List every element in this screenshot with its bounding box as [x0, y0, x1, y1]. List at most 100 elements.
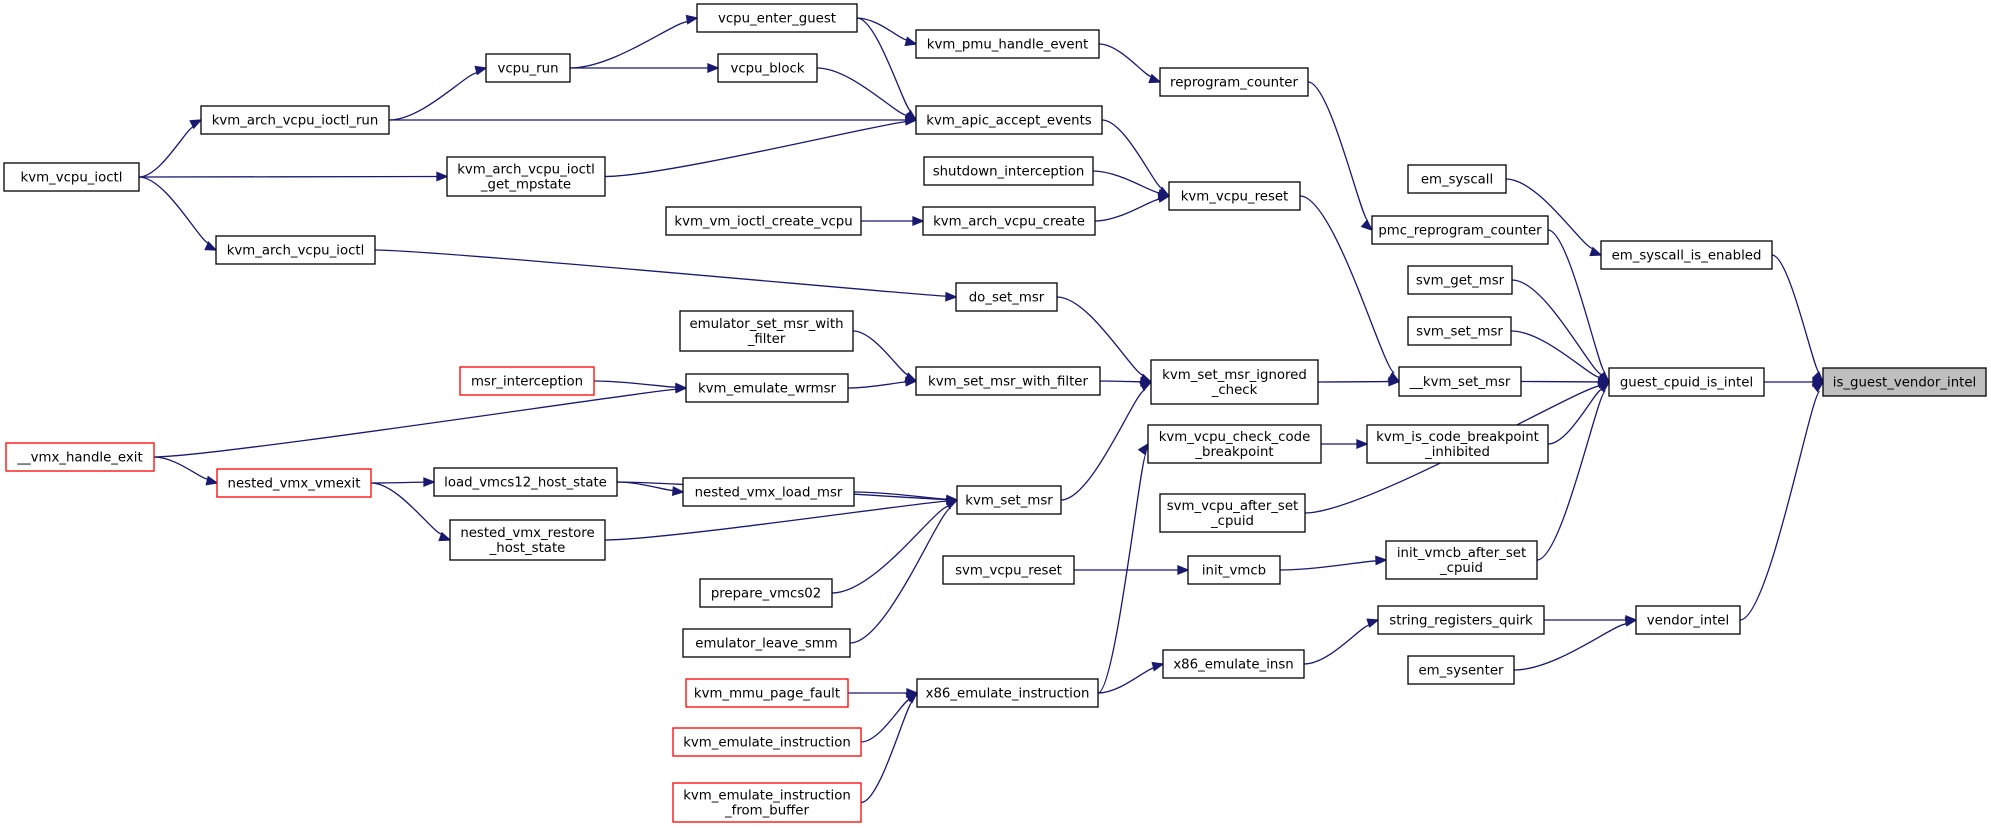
node-box — [200, 105, 390, 135]
edge-line — [860, 698, 910, 743]
edge-line — [1097, 453, 1147, 694]
node-msr-interception[interactable]: msr_interception — [459, 366, 595, 396]
node-init-vmcb[interactable]: init_vmcb — [1187, 555, 1281, 585]
node-label: kvm_arch_vcpu_ioctl — [457, 163, 595, 178]
edge-vmx-handle-exit-to-kvm-emulate-wrmsr — [153, 383, 688, 458]
node-kvm-emulate-wrmsr[interactable]: kvm_emulate_wrmsr — [685, 373, 849, 403]
node-box — [1377, 605, 1545, 635]
node-box — [1407, 655, 1515, 685]
node-string-registers-quirk[interactable]: string_registers_quirk — [1377, 605, 1545, 635]
node-label: emulator_leave_smm — [695, 637, 837, 652]
node-do-set-msr[interactable]: do_set_msr — [955, 282, 1058, 312]
node-box — [915, 29, 1100, 59]
edge-line — [138, 126, 194, 178]
nodes-layer: is_guest_vendor_intel guest_cpuid_is_inte… — [3, 3, 1987, 823]
arrowhead — [1624, 616, 1638, 627]
node-kvm-set-msr-with-filter[interactable]: kvm_set_msr_with_filter — [915, 366, 1101, 396]
node-em-syscall-is-enabled[interactable]: em_syscall_is_enabled — [1600, 240, 1773, 270]
edge-line — [1299, 195, 1395, 374]
node-kvm-mmu-page-fault[interactable]: kvm_mmu_page_fault — [685, 678, 849, 708]
node-box — [1600, 240, 1773, 270]
node-kvm-vcpu-check-code-breakpoint[interactable]: kvm_vcpu_check_code_breakpoint — [1147, 424, 1322, 464]
node-nested-vmx-load-msr[interactable]: nested_vmx_load_msr — [682, 477, 855, 507]
node-is-guest-vendor-intel[interactable]: is_guest_vendor_intel — [1822, 367, 1987, 397]
edge-line — [1060, 389, 1146, 501]
node-shutdown-interception[interactable]: shutdown_interception — [923, 156, 1094, 186]
node-pmc-reprogram-counter[interactable]: pmc_reprogram_counter — [1371, 215, 1549, 245]
node-svm-get-msr[interactable]: svm_get_msr — [1407, 265, 1513, 295]
node-kvm-arch-vcpu-ioctl-get-mpstate[interactable]: kvm_arch_vcpu_ioctl_get_mpstate — [446, 156, 606, 197]
edge-line — [816, 67, 908, 116]
node-box — [459, 366, 595, 396]
node-x86-emulate-instruction[interactable]: x86_emulate_instruction — [916, 678, 1099, 708]
node-box — [685, 373, 849, 403]
node-label: kvm_set_msr_with_filter — [928, 375, 1088, 390]
node-svm-set-msr[interactable]: svm_set_msr — [1407, 316, 1512, 346]
arrowhead — [905, 691, 919, 704]
node-vendor-intel[interactable]: vendor_intel — [1635, 605, 1741, 635]
edge-kvm-set-msr-to-guest-cpuid-is-intel — [1520, 377, 1611, 387]
arrowhead — [904, 36, 918, 47]
node-kvm-set-msr[interactable]: __kvm_set_msr — [1398, 366, 1522, 397]
node-vcpu-enter-guest[interactable]: vcpu_enter_guest — [696, 3, 858, 33]
node-reprogram-counter[interactable]: reprogram_counter — [1159, 67, 1309, 97]
node-kvm-set-msr-ignored-check[interactable]: kvm_set_msr_ignored_check — [1150, 359, 1319, 405]
node-kvm-vcpu-reset[interactable]: kvm_vcpu_reset — [1168, 181, 1301, 211]
node-kvm-emulate-instruction-from-buffer[interactable]: kvm_emulate_instruction_from_buffer — [672, 782, 862, 823]
node-emulator-leave-smm[interactable]: emulator_leave_smm — [682, 628, 851, 658]
node-kvm-arch-vcpu-ioctl[interactable]: kvm_arch_vcpu_ioctl — [215, 235, 376, 265]
arrowhead — [675, 383, 688, 394]
node-kvm-arch-vcpu-create[interactable]: kvm_arch_vcpu_create — [922, 206, 1096, 236]
node-kvm-emulate-instruction[interactable]: kvm_emulate_instruction — [672, 727, 862, 757]
node-label: kvm_arch_vcpu_ioctl_run — [212, 114, 379, 129]
edge-line — [1303, 624, 1370, 665]
node-emulator-set-msr-with-filter[interactable]: emulator_set_msr_with_filter — [679, 310, 854, 352]
node-box — [446, 156, 606, 197]
node-label: nested_vmx_restore — [460, 526, 594, 541]
node-box — [5, 442, 155, 472]
node-kvm-vcpu-ioctl[interactable]: kvm_vcpu_ioctl — [3, 162, 140, 192]
edge-line — [1094, 198, 1160, 222]
node-svm-vcpu-reset[interactable]: svm_vcpu_reset — [942, 555, 1075, 585]
node-label: nested_vmx_load_msr — [695, 486, 843, 501]
node-vcpu-block[interactable]: vcpu_block — [717, 53, 818, 83]
node-kvm-set-msr[interactable]: kvm_set_msr — [956, 485, 1062, 515]
node-prepare-vmcs02[interactable]: prepare_vmcs02 — [699, 578, 833, 608]
node-init-vmcb-after-set-cpuid[interactable]: init_vmcb_after_set_cpuid — [1385, 540, 1538, 580]
node-nested-vmx-restore-host-state[interactable]: nested_vmx_restore_host_state — [449, 519, 606, 561]
node-em-syscall[interactable]: em_syscall — [1407, 164, 1507, 194]
node-kvm-is-code-breakpoint-inhibited[interactable]: kvm_is_code_breakpoint_inhibited — [1366, 424, 1549, 464]
node-box — [699, 578, 833, 608]
node-label: svm_set_msr — [1416, 325, 1503, 340]
node-box — [1147, 424, 1322, 464]
edges-layer — [138, 14, 1825, 804]
edge-line — [1101, 119, 1163, 190]
node-label: kvm_is_code_breakpoint — [1376, 430, 1539, 445]
edge-vendor-intel-to-is-guest-vendor-intel — [1739, 380, 1825, 621]
node-vmx-handle-exit[interactable]: __vmx_handle_exit — [5, 442, 155, 472]
node-svm-vcpu-after-set-cpuid[interactable]: svm_vcpu_after_set_cpuid — [1159, 493, 1306, 533]
node-guest-cpuid-is-intel[interactable]: guest_cpuid_is_intel — [1608, 367, 1765, 397]
node-x86-emulate-insn[interactable]: x86_emulate_insn — [1162, 649, 1305, 679]
arrowhead — [1366, 618, 1380, 628]
node-box — [942, 555, 1075, 585]
edge-reprogram-counter-to-pmc-reprogram-counter — [1307, 81, 1374, 232]
node-box — [1407, 265, 1513, 295]
edge-line — [370, 482, 443, 535]
node-nested-vmx-vmexit[interactable]: nested_vmx_vmexit — [216, 468, 372, 498]
node-kvm-pmu-handle-event[interactable]: kvm_pmu_handle_event — [915, 29, 1100, 59]
node-kvm-arch-vcpu-ioctl-run[interactable]: kvm_arch_vcpu_ioctl_run — [200, 105, 390, 135]
node-vcpu-run[interactable]: vcpu_run — [485, 53, 571, 83]
node-label: _cpuid — [1439, 561, 1483, 576]
node-kvm-vm-ioctl-create-vcpu[interactable]: kvm_vm_ioctl_create_vcpu — [665, 206, 862, 236]
edge-x86-emulate-insn-to-string-registers-quirk — [1303, 618, 1380, 665]
edge-line — [604, 500, 948, 541]
edge-line — [1511, 279, 1603, 376]
arrowhead — [1812, 370, 1825, 384]
node-box — [679, 310, 854, 352]
node-kvm-apic-accept-events[interactable]: kvm_apic_accept_events — [915, 105, 1103, 135]
arrowhead — [205, 475, 219, 486]
node-em-sysenter[interactable]: em_sysenter — [1407, 655, 1515, 685]
node-load-vmcs12-host-state[interactable]: load_vmcs12_host_state — [433, 467, 618, 497]
